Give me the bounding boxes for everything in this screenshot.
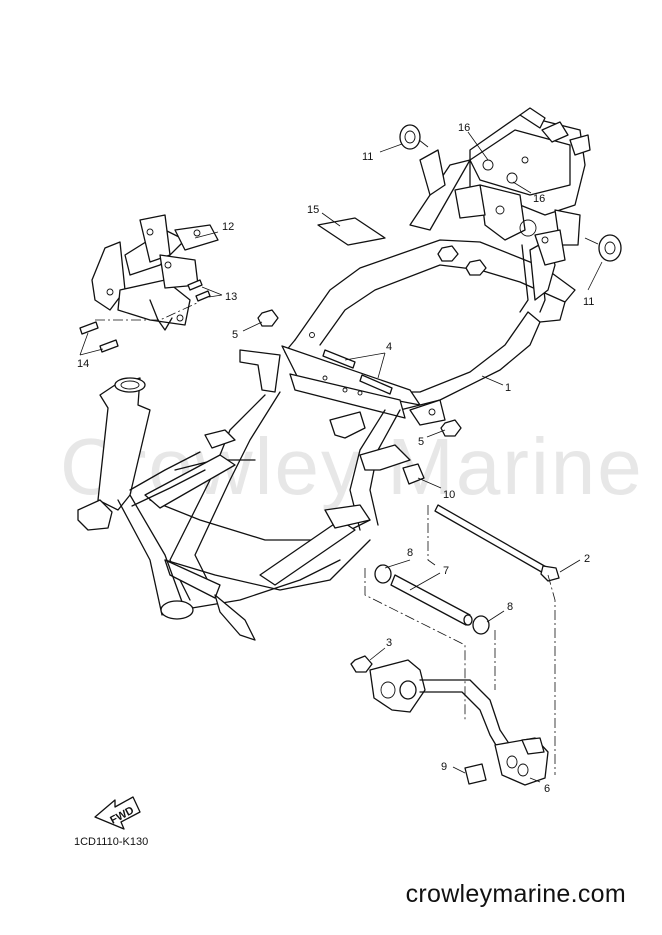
callout-6: 6	[544, 783, 550, 795]
front-bracket-assembly	[79, 214, 219, 353]
callout-13: 13	[225, 291, 237, 303]
leader-lines	[79, 131, 603, 783]
callout-12: 12	[222, 221, 234, 233]
diagram-code: 1CD1110-K130	[74, 836, 149, 848]
callout-14: 14	[77, 358, 89, 370]
callout-3: 3	[386, 637, 392, 649]
callout-5b: 5	[418, 436, 424, 448]
callout-8b: 8	[507, 601, 513, 613]
callout-16b: 16	[533, 193, 545, 205]
callout-4: 4	[386, 341, 392, 353]
callout-numbers: 1 2 3 4 5 5 6 7 8 8 9 10 11 11 12 13 14 …	[77, 122, 594, 795]
callout-11a: 11	[362, 151, 373, 163]
callout-7: 7	[443, 565, 449, 577]
callout-11b: 11	[583, 296, 594, 308]
callout-15: 15	[307, 204, 319, 216]
engine-mount-parts	[350, 504, 560, 786]
callout-16a: 16	[458, 122, 470, 134]
callout-10: 10	[443, 489, 455, 501]
callout-1: 1	[505, 382, 511, 394]
callout-5a: 5	[232, 329, 238, 341]
callout-9: 9	[441, 761, 447, 773]
callout-8a: 8	[407, 547, 413, 559]
main-frame	[77, 107, 591, 641]
grommets	[399, 124, 622, 262]
fwd-arrow: FWD	[94, 796, 141, 830]
label-sticker	[317, 217, 386, 246]
callout-2: 2	[584, 553, 590, 565]
website-footer[interactable]: crowleymarine.com	[405, 880, 626, 908]
